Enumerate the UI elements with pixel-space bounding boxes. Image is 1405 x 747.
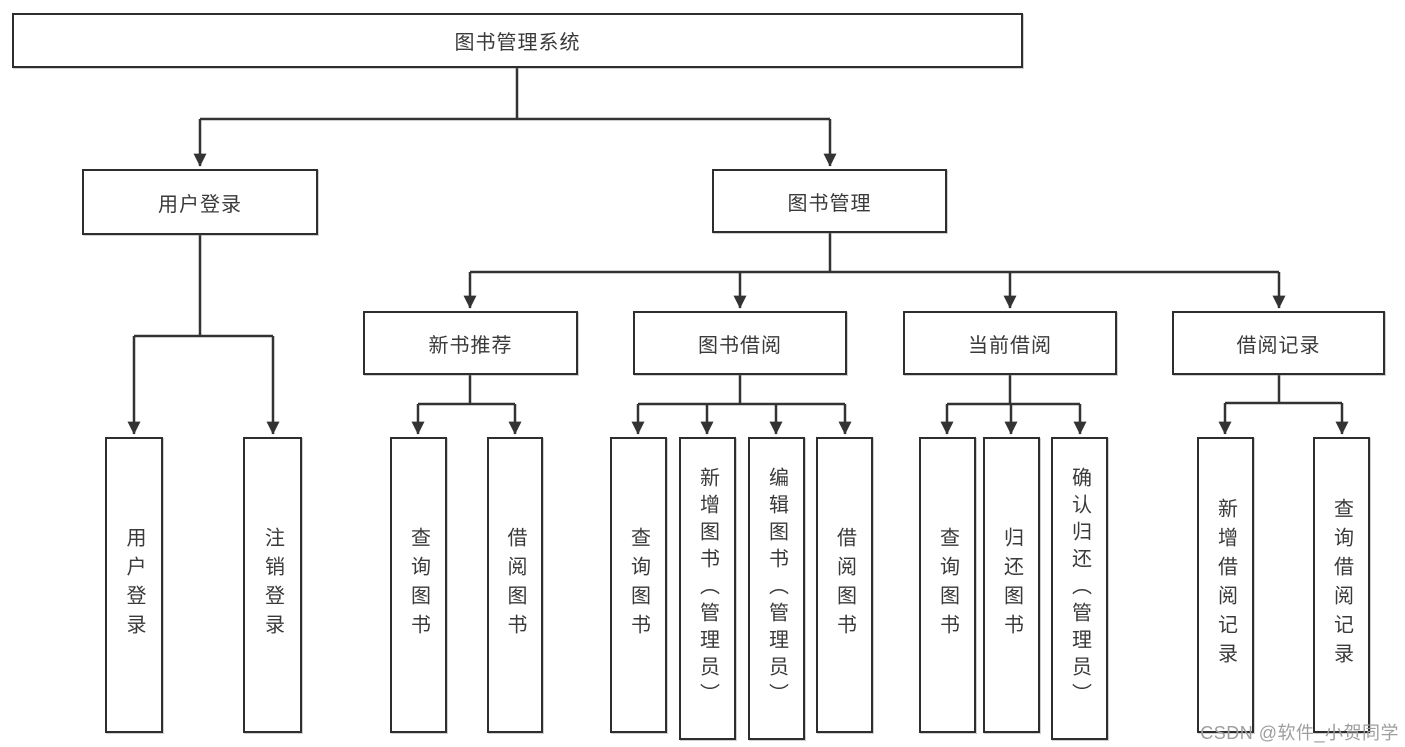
leaf-newbook-query-books-label: 查询图书 bbox=[407, 527, 430, 643]
node-user-login-label: 用户登录 bbox=[158, 193, 242, 216]
node-borrow-record-label: 借阅记录 bbox=[1236, 334, 1321, 357]
leaf-user-login-label: 用户登录 bbox=[123, 527, 145, 643]
leaf-current-query-books: 查询图书 bbox=[919, 437, 976, 733]
leaf-borrow-query-books-label: 查询图书 bbox=[627, 527, 650, 643]
leaf-return-books: 归还图书 bbox=[983, 437, 1040, 733]
node-current-borrow: 当前借阅 bbox=[903, 311, 1117, 375]
node-book-borrow: 图书借阅 bbox=[633, 311, 847, 375]
node-user-login: 用户登录 bbox=[82, 169, 318, 235]
leaf-return-books-label: 归还图书 bbox=[1000, 527, 1023, 643]
leaf-confirm-return-admin: 确认归还（管理员） bbox=[1051, 437, 1108, 740]
leaf-newbook-borrow-books: 借阅图书 bbox=[487, 437, 543, 733]
leaf-confirm-return-admin-label: 确认归还（管理员） bbox=[1068, 467, 1091, 710]
node-book-borrow-label: 图书借阅 bbox=[698, 334, 782, 357]
leaf-borrow-query-books: 查询图书 bbox=[610, 437, 667, 733]
leaf-query-borrow-record-label: 查询借阅记录 bbox=[1330, 498, 1353, 672]
leaf-add-book-admin: 新增图书（管理员） bbox=[679, 437, 736, 740]
leaf-add-borrow-record-label: 新增借阅记录 bbox=[1214, 498, 1237, 672]
node-root-system: 图书管理系统 bbox=[12, 13, 1023, 68]
node-current-borrow-label: 当前借阅 bbox=[968, 334, 1052, 357]
leaf-add-borrow-record: 新增借阅记录 bbox=[1197, 437, 1254, 733]
node-borrow-record: 借阅记录 bbox=[1172, 311, 1385, 375]
csdn-watermark: CSDN @软件_小贺同学 bbox=[1200, 723, 1399, 743]
node-book-management: 图书管理 bbox=[712, 169, 947, 233]
leaf-borrow-books: 借阅图书 bbox=[816, 437, 873, 733]
node-new-book-recommend: 新书推荐 bbox=[363, 311, 578, 375]
node-root-system-label: 图书管理系统 bbox=[454, 32, 581, 54]
node-book-management-label: 图书管理 bbox=[787, 192, 872, 215]
leaf-user-login: 用户登录 bbox=[105, 437, 163, 733]
leaf-logout: 注销登录 bbox=[243, 437, 302, 733]
leaf-borrow-books-label: 借阅图书 bbox=[833, 527, 856, 643]
node-new-book-recommend-label: 新书推荐 bbox=[428, 334, 513, 357]
leaf-query-borrow-record: 查询借阅记录 bbox=[1313, 437, 1370, 733]
leaf-add-book-admin-label: 新增图书（管理员） bbox=[696, 467, 719, 710]
leaf-newbook-borrow-books-label: 借阅图书 bbox=[504, 527, 526, 643]
leaf-edit-book-admin: 编辑图书（管理员） bbox=[748, 437, 805, 740]
leaf-edit-book-admin-label: 编辑图书（管理员） bbox=[765, 467, 788, 710]
leaf-current-query-books-label: 查询图书 bbox=[936, 527, 959, 643]
leaf-logout-label: 注销登录 bbox=[261, 527, 284, 643]
leaf-newbook-query-books: 查询图书 bbox=[390, 437, 447, 733]
